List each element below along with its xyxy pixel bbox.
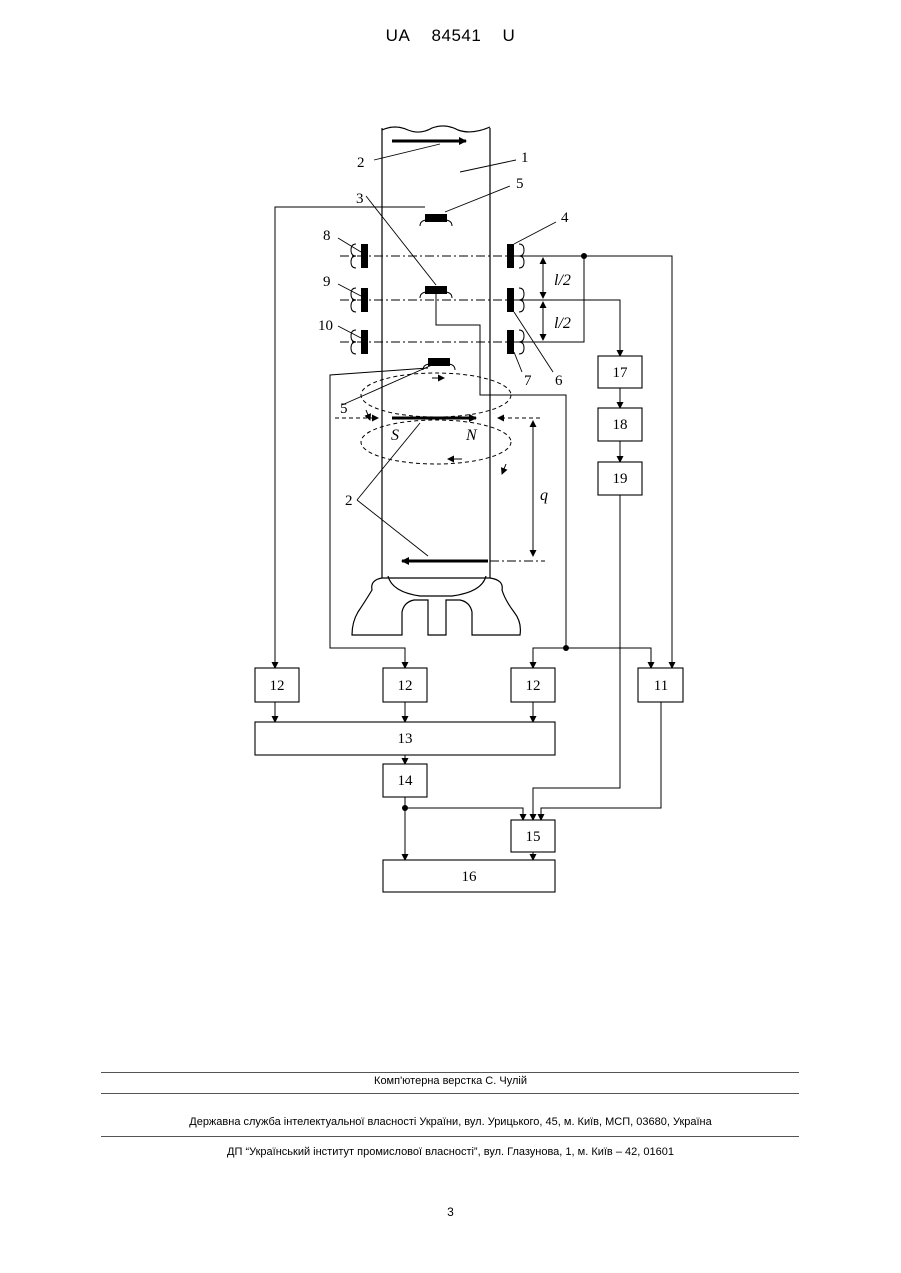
leader-lines bbox=[338, 144, 556, 556]
wiring bbox=[275, 207, 672, 860]
pole-n: N bbox=[465, 427, 478, 444]
dimension-q: q bbox=[540, 487, 548, 504]
axis-lines bbox=[340, 256, 545, 561]
label-5-lower: 5 bbox=[340, 401, 348, 417]
label-9: 9 bbox=[323, 274, 331, 290]
dimension-marks bbox=[533, 258, 543, 556]
page-number: 3 bbox=[0, 1205, 901, 1219]
footer-credit: Комп'ютерна верстка С. Чулій bbox=[0, 1075, 901, 1087]
coil-brackets bbox=[351, 220, 524, 370]
block-12-right: 12 bbox=[526, 678, 541, 694]
label-5-top: 5 bbox=[516, 176, 524, 192]
block-12-middle: 12 bbox=[398, 678, 413, 694]
magnetization-arrows bbox=[392, 141, 488, 561]
label-6: 6 bbox=[555, 373, 563, 389]
block-15: 15 bbox=[526, 829, 541, 845]
footer-agency: Державна служба інтелектуальної власност… bbox=[0, 1116, 901, 1128]
label-10: 10 bbox=[318, 318, 333, 334]
block-14: 14 bbox=[398, 773, 414, 789]
label-8: 8 bbox=[323, 228, 331, 244]
block-19: 19 bbox=[613, 471, 628, 487]
label-3: 3 bbox=[356, 191, 364, 207]
block-18: 18 bbox=[613, 417, 628, 433]
label-2-top: 2 bbox=[357, 155, 365, 171]
footer-institute: ДП “Український інститут промислової вла… bbox=[0, 1146, 901, 1158]
field-lines bbox=[335, 373, 540, 474]
block-11: 11 bbox=[654, 678, 668, 694]
block-12-left: 12 bbox=[270, 678, 285, 694]
block-13: 13 bbox=[398, 731, 413, 747]
sensor-elements bbox=[361, 214, 514, 366]
rail-body bbox=[352, 126, 520, 635]
footer-rule-3 bbox=[101, 1136, 799, 1137]
label-4: 4 bbox=[561, 210, 569, 226]
pole-s: S bbox=[391, 427, 399, 444]
block-16: 16 bbox=[462, 869, 478, 885]
dimension-half-lower: l/2 bbox=[554, 315, 571, 332]
footer-rule-2 bbox=[101, 1093, 799, 1094]
label-7: 7 bbox=[524, 373, 532, 389]
label-2-lower: 2 bbox=[345, 493, 353, 509]
footer-rule-1 bbox=[101, 1072, 799, 1073]
dimension-half-upper: l/2 bbox=[554, 272, 571, 289]
block-17: 17 bbox=[613, 365, 629, 381]
label-1: 1 bbox=[521, 150, 529, 166]
